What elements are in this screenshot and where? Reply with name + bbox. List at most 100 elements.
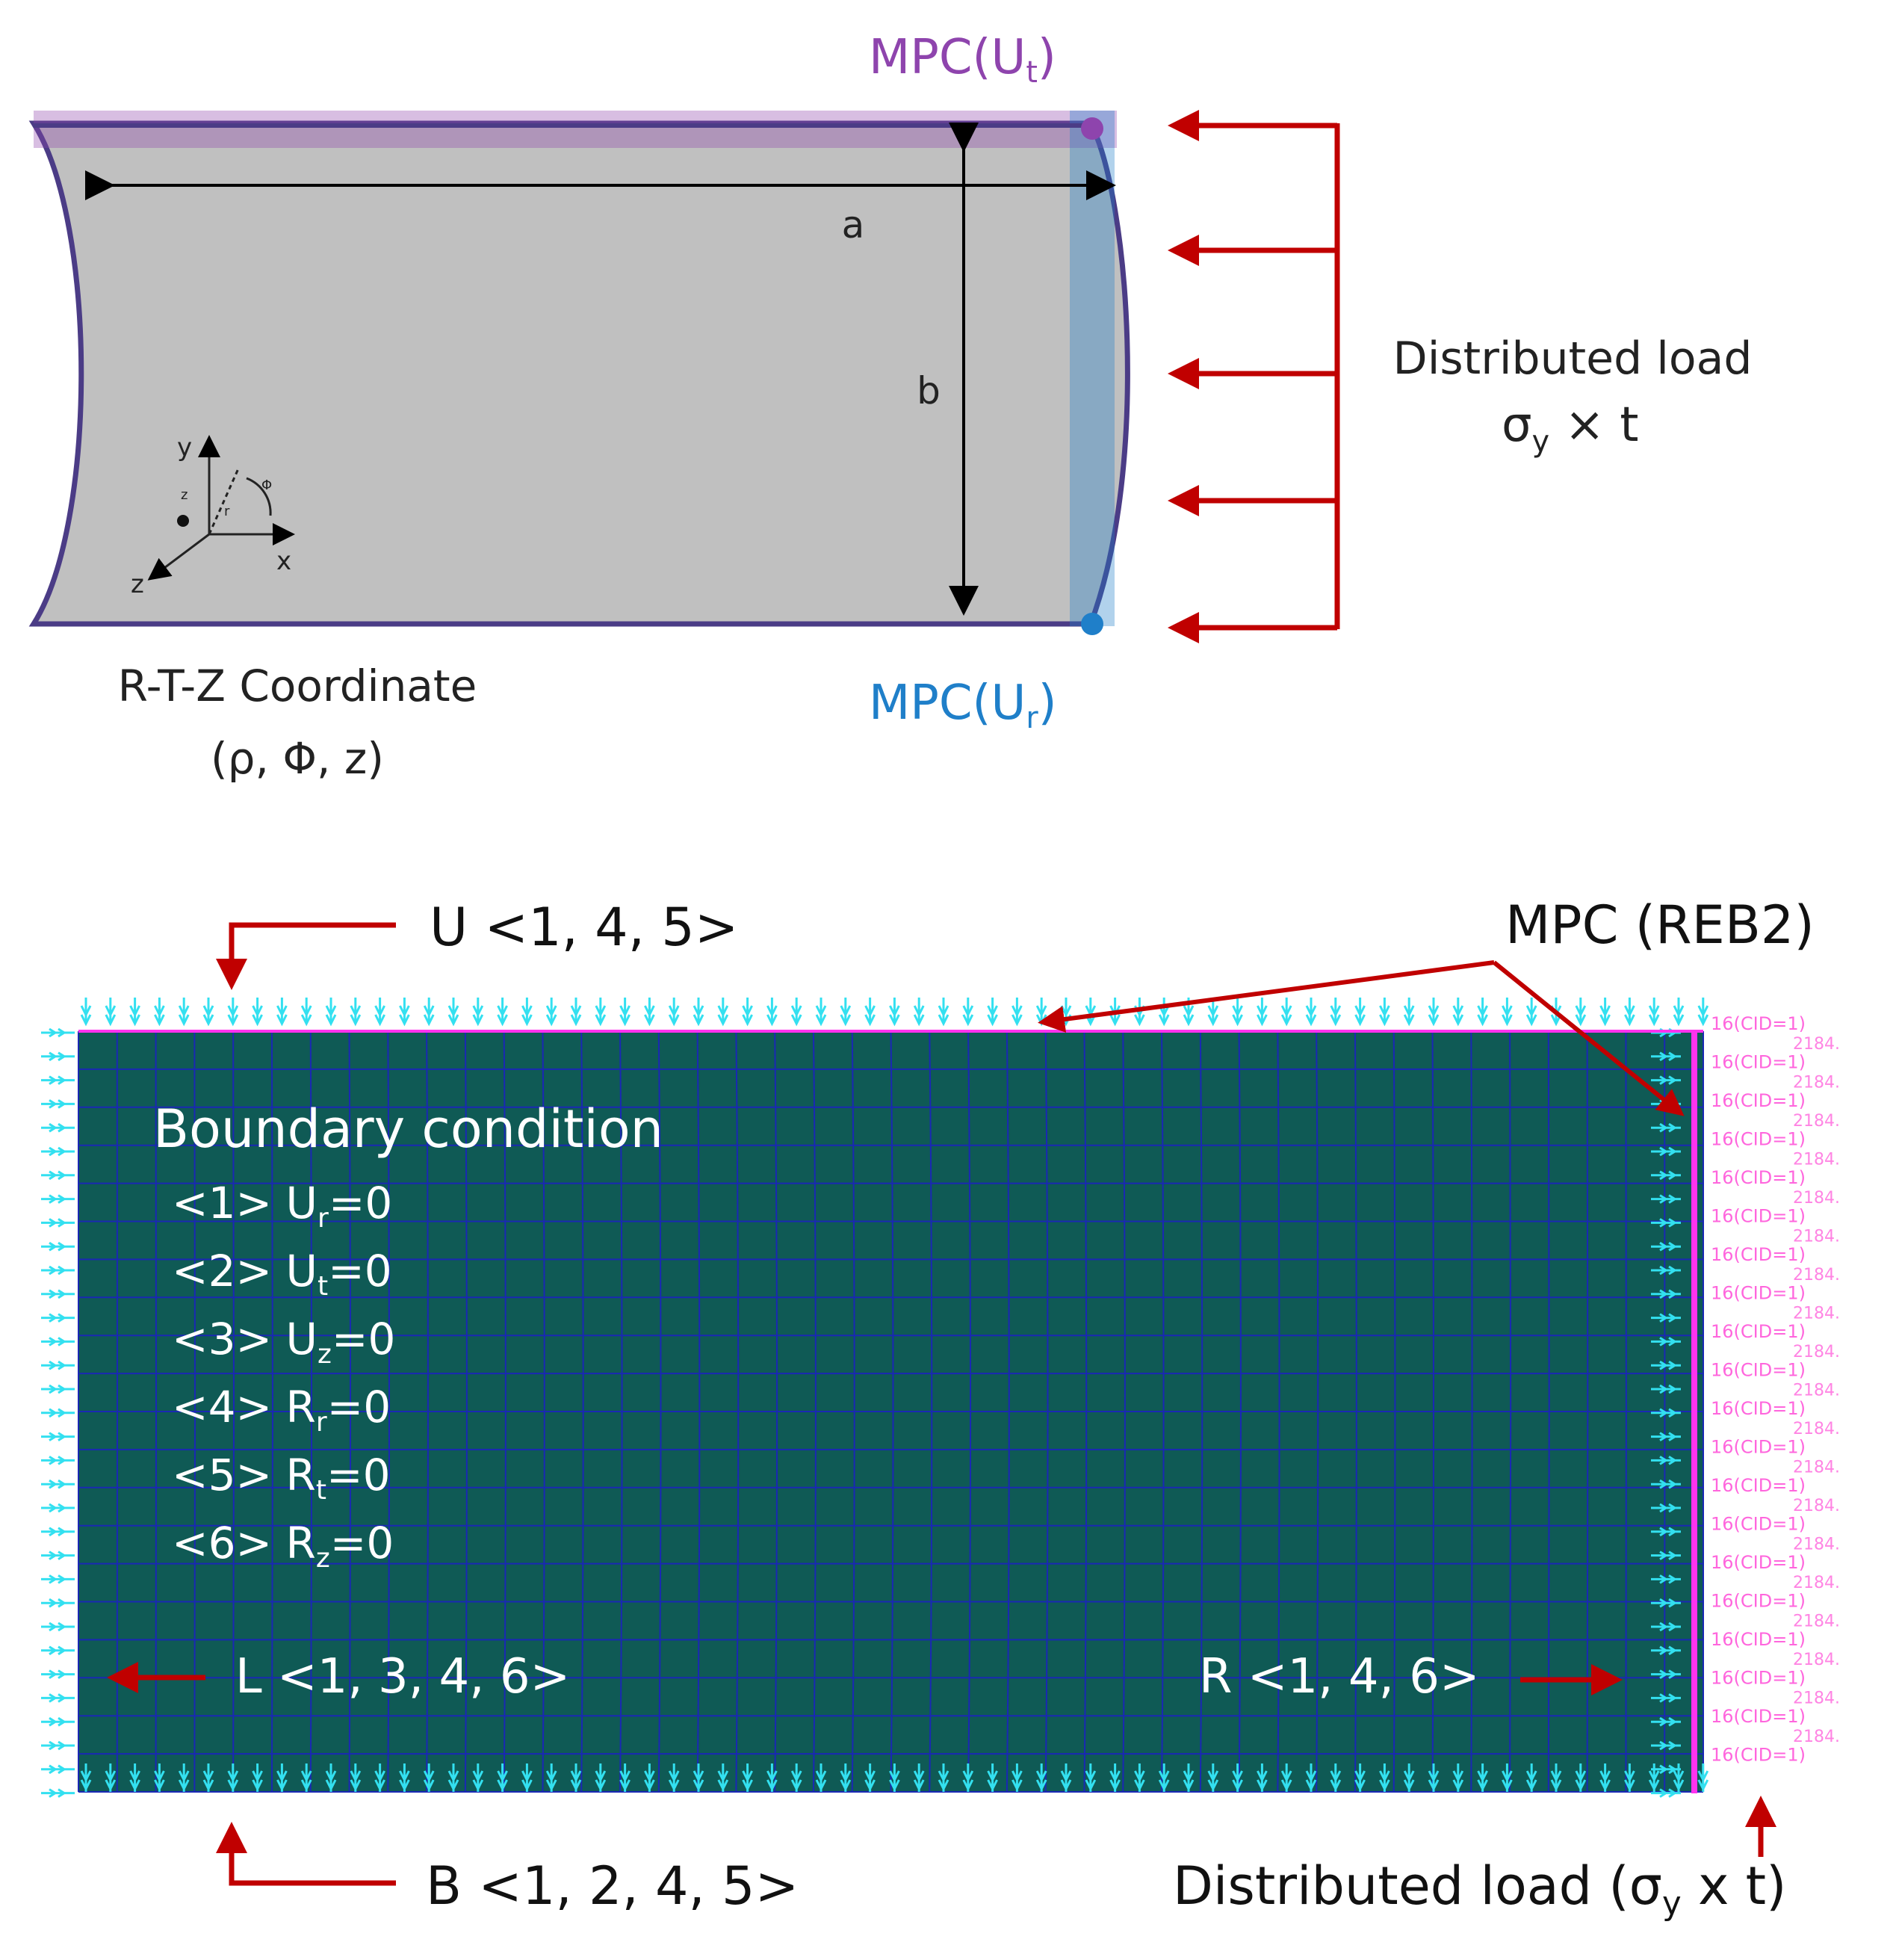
distributed-load-formula: σy × t: [1502, 398, 1638, 459]
bc-symbol-top: [790, 998, 802, 1027]
bc-symbol-bottom: [1257, 1763, 1268, 1792]
mpc-value-label: 2184.: [1793, 1613, 1840, 1631]
bc-item-prefix: <4> R: [172, 1382, 316, 1432]
bc-symbol-top: [1477, 998, 1488, 1027]
bc-item: <2> Ut=0: [172, 1246, 392, 1302]
mpc-value-label: 2184.: [1793, 1228, 1840, 1246]
bc-symbol-left: [41, 1075, 75, 1085]
mpc-bottom-node: [1081, 613, 1103, 635]
bc-symbol-right: [1651, 1170, 1681, 1181]
bc-item-suffix: =0: [327, 1382, 391, 1432]
mpc-value-label: 2184.: [1793, 1266, 1840, 1284]
bc-symbol-top: [252, 998, 263, 1027]
bc-symbol-bottom: [105, 1763, 117, 1792]
mpc-value-label: 2184.: [1793, 1112, 1840, 1131]
bc-symbol-bottom: [129, 1763, 140, 1792]
bc-symbol-top: [1330, 998, 1342, 1027]
bc-symbol-left: [41, 1788, 75, 1798]
bc-symbol-bottom: [595, 1763, 607, 1792]
bc-symbol-top: [644, 998, 655, 1027]
bc-symbol-left: [41, 1337, 75, 1347]
bc-symbol-top: [1354, 998, 1366, 1027]
mpc-tag-label: 16(CID=1): [1711, 1706, 1806, 1727]
bc-symbol-bottom: [1575, 1763, 1587, 1792]
bc-symbol-bottom: [1599, 1763, 1611, 1792]
bc-symbol-bottom: [1428, 1763, 1440, 1792]
bc-symbol-top: [668, 998, 680, 1027]
bc-symbol-top: [276, 998, 288, 1027]
callout-B: B <1, 2, 4, 5>: [426, 1855, 799, 1917]
bc-symbol-left: [41, 1456, 75, 1465]
bc-symbol-left: [41, 1622, 75, 1632]
callout-load-main: Distributed load (σ: [1173, 1855, 1662, 1917]
bc-symbol-top: [472, 998, 484, 1027]
mpc-tag-label: 16(CID=1): [1711, 1668, 1806, 1689]
callout-load-sub: y: [1662, 1885, 1682, 1923]
mpc-value-label: 2184.: [1793, 1343, 1840, 1361]
bc-symbol-top: [938, 998, 949, 1027]
mpc-tag-label: 16(CID=1): [1711, 1090, 1806, 1111]
bc-symbol-top: [1158, 998, 1170, 1027]
distributed-load-arrows: [1168, 110, 1340, 643]
bc-symbol-top: [1502, 998, 1513, 1027]
bc-symbol-bottom: [840, 1763, 852, 1792]
dimension-b-label: b: [917, 369, 941, 412]
mpc-tag-label: 16(CID=1): [1711, 1398, 1806, 1419]
bc-symbol-bottom: [300, 1763, 312, 1792]
coord-title: R-T-Z Coordinate: [118, 661, 477, 711]
mpc-tag-label: 16(CID=1): [1711, 1206, 1806, 1227]
bc-symbol-bottom: [1183, 1763, 1195, 1792]
bc-symbol-right: [1651, 1241, 1681, 1252]
bc-symbol-bottom: [668, 1763, 680, 1792]
mpc-top-label-close: ): [1038, 30, 1056, 85]
bc-symbol-bottom: [80, 1763, 92, 1792]
bc-symbol-left: [41, 1146, 75, 1157]
mpc-tag-label: 16(CID=1): [1711, 1013, 1806, 1034]
bc-symbol-bottom: [178, 1763, 190, 1792]
bc-symbol-bottom: [766, 1763, 778, 1792]
bc-symbol-right: [1651, 1503, 1681, 1513]
bc-symbol-top: [80, 998, 92, 1027]
bc-symbol-bottom: [1550, 1763, 1562, 1792]
bc-symbol-top: [227, 998, 239, 1027]
bc-symbol-bottom: [644, 1763, 655, 1792]
bc-item: <4> Rr=0: [172, 1382, 391, 1438]
bc-symbol-top: [987, 998, 998, 1027]
mpc-tag-label: 16(CID=1): [1711, 1244, 1806, 1265]
mpc-top-band: [34, 111, 1117, 148]
coordinate-origin-dot: [177, 515, 189, 527]
mpc-tag-label: 16(CID=1): [1711, 1475, 1806, 1496]
bc-symbol-top: [766, 998, 778, 1027]
bc-symbol-top: [1697, 998, 1709, 1027]
bc-symbol-bottom: [1354, 1763, 1366, 1792]
bc-symbol-left: [41, 1551, 75, 1560]
bc-symbol-top: [1280, 998, 1292, 1027]
bc-symbol-bottom: [202, 1763, 214, 1792]
mpc-tag-label: 16(CID=1): [1711, 1552, 1806, 1573]
label-L: L <1, 3, 4, 6>: [235, 1649, 570, 1704]
bc-symbol-top: [1257, 998, 1268, 1027]
bc-symbol-right: [1651, 1740, 1681, 1751]
bc-item-suffix: =0: [328, 1246, 392, 1296]
mpc-value-label: 2184.: [1793, 1651, 1840, 1669]
bc-symbol-right: [1651, 1574, 1681, 1584]
bc-symbol-left: [41, 1265, 75, 1276]
bc-item: <3> Uz=0: [172, 1314, 395, 1370]
mpc-value-label: 2184.: [1793, 1420, 1840, 1438]
mpc-bottom-label-close: ): [1038, 676, 1057, 731]
bc-symbol-left: [41, 1360, 75, 1370]
bc-symbol-left: [41, 1598, 75, 1608]
bc-item-sub: z: [316, 1543, 330, 1574]
mpc-tag-label: 16(CID=1): [1711, 1437, 1806, 1458]
bc-item-sub: r: [317, 1203, 329, 1234]
bc-item-prefix: <3> U: [172, 1314, 317, 1364]
callout-B-arrow: [216, 1822, 396, 1886]
bc-symbol-bottom: [790, 1763, 802, 1792]
bc-symbol-top: [129, 998, 140, 1027]
bc-item-sub: r: [316, 1407, 327, 1438]
bc-symbol-bottom: [399, 1763, 410, 1792]
bc-symbol-bottom: [717, 1763, 729, 1792]
bc-symbol-top: [864, 998, 876, 1027]
bc-symbol-right: [1651, 1408, 1681, 1418]
bc-symbol-bottom: [350, 1763, 362, 1792]
